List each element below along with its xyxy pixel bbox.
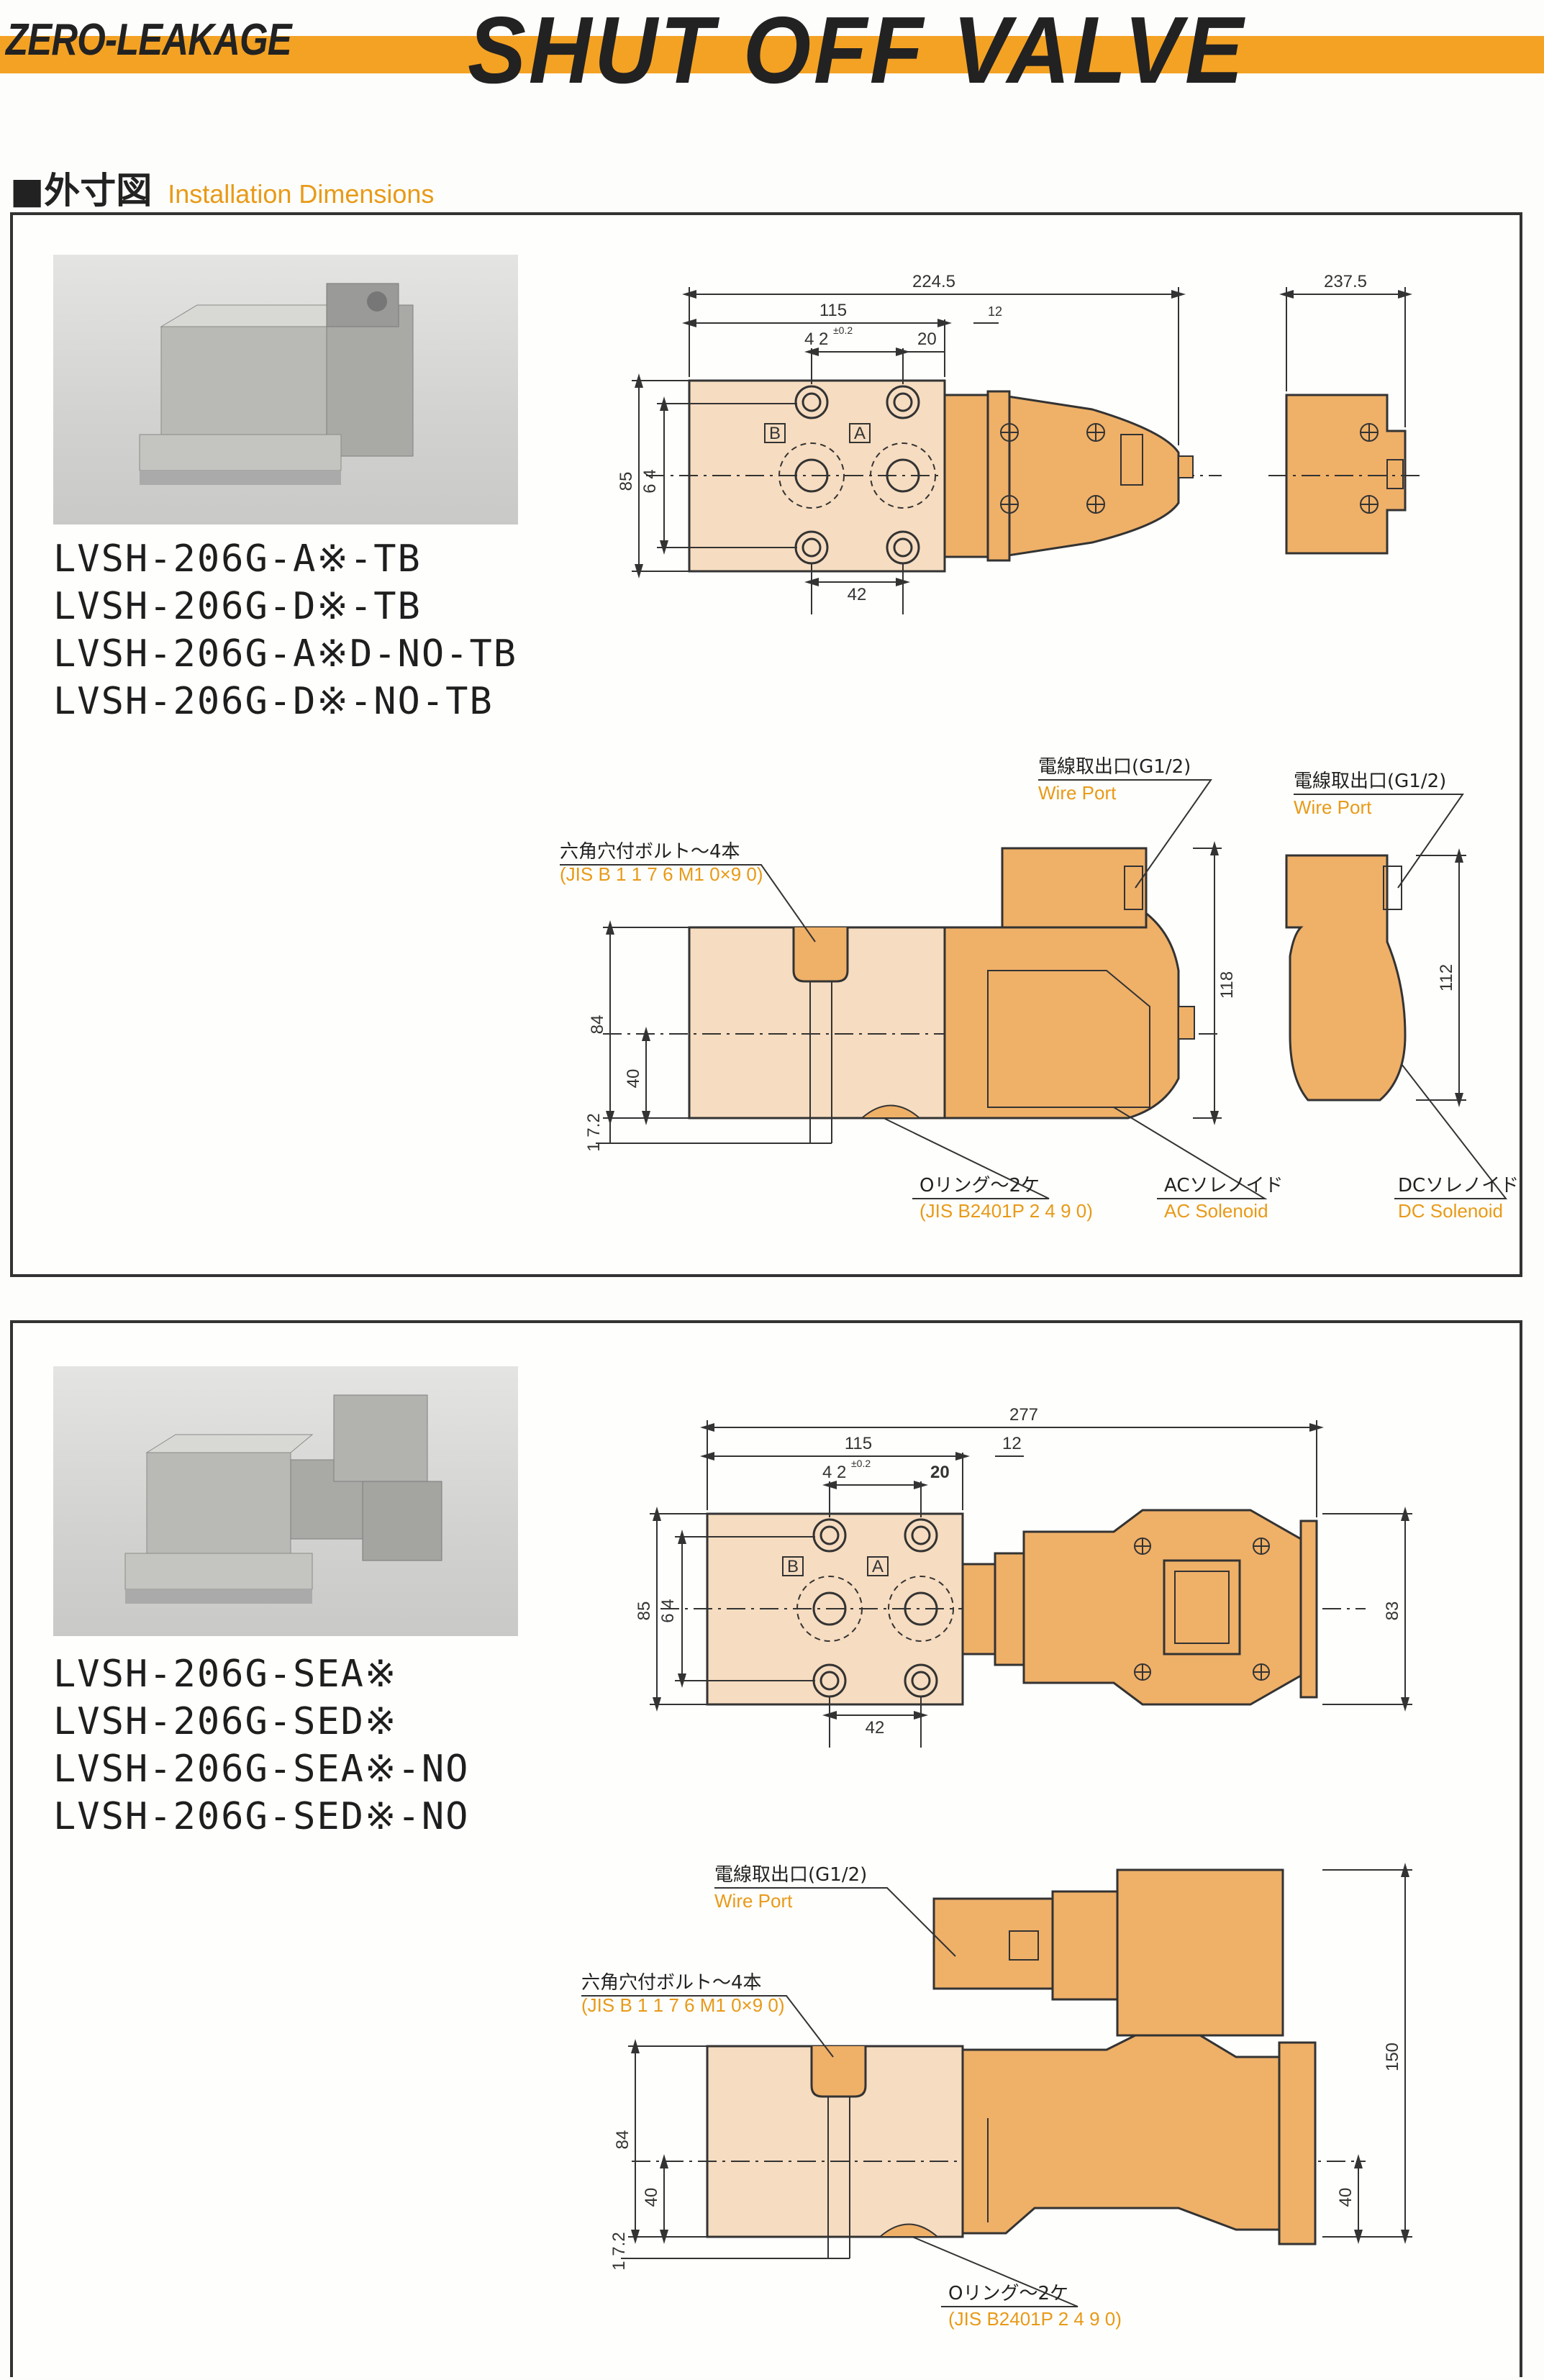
panel1-drawing: B A: [560, 272, 1519, 1222]
dim-150: 150: [1383, 2043, 1402, 2071]
top-view: B A: [617, 272, 1423, 614]
dim-17-2: 1 7.2: [609, 2232, 629, 2270]
oring-label-en: (JIS B2401P 2 4 9 0): [948, 2308, 1122, 2330]
dim-277: 277: [1009, 1405, 1038, 1425]
ac-solenoid-front: [943, 904, 1180, 1119]
se-solenoid-front: [961, 2034, 1281, 2235]
dim-20: 20: [930, 1463, 950, 1482]
dc-solenoid-label-jp: DCソレノイド: [1398, 1175, 1519, 1196]
oring-label-jp: Oリング～2ケ: [919, 1175, 1040, 1196]
dc-solenoid-front: [1285, 854, 1407, 1102]
dim-115: 115: [845, 1434, 872, 1453]
port-a-label: A: [854, 424, 866, 443]
ac-solenoid-label-jp: ACソレノイド: [1164, 1175, 1283, 1196]
wire-port-label-en: Wire Port: [1294, 796, 1372, 818]
header-subtitle: ZERO-LEAKAGE: [6, 15, 292, 65]
oring-label-jp: Oリング～2ケ: [948, 2283, 1068, 2304]
dim-40-right: 40: [1336, 2188, 1355, 2207]
dim-85: 85: [635, 1602, 654, 1621]
section-title-en: Installation Dimensions: [168, 179, 435, 209]
dim-85: 85: [617, 472, 636, 491]
bolt-label-jp: 六角穴付ボルト～4本: [581, 1972, 762, 1994]
port-a-label: A: [872, 1557, 884, 1576]
dim-64: 6 4: [658, 1599, 678, 1622]
dim-118: 118: [1217, 971, 1237, 999]
panel2-drawing: B A: [581, 1405, 1412, 2330]
dim-tolerance: ±0.2: [833, 324, 853, 336]
top-view: B A: [635, 1405, 1412, 1748]
model-name: LVSH-206G-D※-NO-TB: [53, 680, 494, 723]
dim-42-bottom: 42: [866, 1718, 885, 1738]
dim-42-bottom: 42: [848, 585, 867, 604]
dim-84: 84: [613, 2130, 632, 2150]
model-list: LVSH-206G-SEA※ LVSH-206G-SED※ LVSH-206G-…: [53, 1650, 469, 1840]
dim-115: 115: [819, 301, 847, 320]
oring-label-en: (JIS B2401P 2 4 9 0): [919, 1200, 1093, 1222]
panel-se-series: LVSH-206G-SEA※ LVSH-206G-SED※ LVSH-206G-…: [10, 1320, 1522, 2377]
dim-17-2: 1 7.2: [584, 1113, 604, 1151]
se-solenoid: [1022, 1509, 1302, 1706]
dim-40: 40: [624, 1069, 643, 1089]
panel-tb-series: LVSH-206G-A※-TB LVSH-206G-D※-TB LVSH-206…: [10, 212, 1522, 1277]
model-name: LVSH-206G-SEA※-NO: [53, 1748, 470, 1791]
wire-port-label-en: Wire Port: [714, 1890, 793, 1912]
section-title: ■外寸図 Installation Dimensions: [10, 162, 434, 214]
dim-20: 20: [917, 330, 937, 349]
dc-solenoid-label-en: DC Solenoid: [1398, 1200, 1503, 1222]
dc-solenoid-end: [1285, 394, 1407, 555]
valve-photo-icon: [139, 283, 414, 485]
model-name: LVSH-206G-A※D-NO-TB: [53, 632, 518, 676]
dim-12: 12: [988, 304, 1002, 319]
wire-port-label-jp: 電線取出口(G1/2): [714, 1864, 867, 1886]
dim-83: 83: [1383, 1602, 1402, 1621]
dim-64: 6 4: [640, 469, 660, 493]
section-title-jp: ■外寸図: [10, 170, 153, 212]
wire-port-label-jp: 電線取出口(G1/2): [1294, 771, 1446, 792]
ac-solenoid-label-en: AC Solenoid: [1164, 1200, 1268, 1222]
header-title: SHUT OFF VALVE: [468, 0, 1246, 103]
dim-42-top: 4 2: [804, 330, 828, 349]
port-b-label: B: [787, 1557, 799, 1576]
model-name: LVSH-206G-SEA※: [53, 1653, 398, 1696]
model-name: LVSH-206G-D※-TB: [53, 585, 422, 628]
dim-12: 12: [1002, 1434, 1022, 1453]
dim-40: 40: [642, 2188, 661, 2207]
bolt-label-en: (JIS B 1 1 7 6 M1 0×9 0): [581, 1994, 785, 2016]
bolt-label-en: (JIS B 1 1 7 6 M1 0×9 0): [560, 863, 763, 885]
wire-port-label-en: Wire Port: [1038, 782, 1117, 804]
dim-84: 84: [588, 1015, 607, 1035]
valve-photo: [53, 255, 518, 524]
ac-solenoid: [943, 394, 1180, 558]
wire-port-label-jp: 電線取出口(G1/2): [1038, 756, 1191, 778]
dim-112: 112: [1437, 964, 1456, 991]
valve-photo: [53, 1366, 518, 1636]
model-name: LVSH-206G-SED※-NO: [53, 1795, 470, 1838]
front-view: 84 40 1 7.2 150 40 電線取出口(G1/2) Wire Port…: [581, 1863, 1412, 2330]
front-view: 84 40 1 7.2 118 112 電線取出口(G1/2) Wire Por…: [560, 756, 1519, 1222]
header-band: [0, 36, 1544, 73]
model-list: LVSH-206G-A※-TB LVSH-206G-D※-TB LVSH-206…: [53, 535, 517, 725]
dim-42-top: 4 2: [822, 1463, 846, 1482]
dim-224-5: 224.5: [912, 272, 955, 291]
dim-tolerance: ±0.2: [851, 1458, 871, 1469]
dim-237-5: 237.5: [1324, 272, 1367, 291]
port-b-label: B: [769, 424, 781, 443]
valve-photo-icon: [124, 1394, 442, 1604]
model-name: LVSH-206G-SED※: [53, 1700, 398, 1743]
bolt-label-jp: 六角穴付ボルト～4本: [560, 841, 740, 863]
model-name: LVSH-206G-A※-TB: [53, 537, 422, 581]
